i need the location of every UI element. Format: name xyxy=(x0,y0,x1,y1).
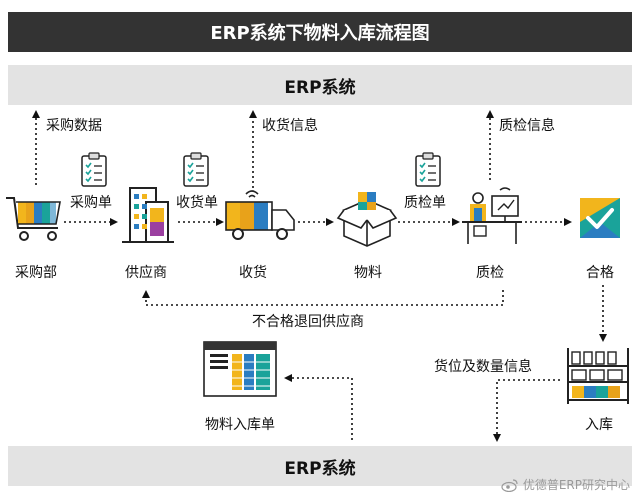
shopping-cart-icon xyxy=(6,197,61,241)
node-purchase-dept: 采购部 xyxy=(15,265,57,281)
label-inspection-info: 质检信息 xyxy=(499,118,555,134)
label-receiving-info: 收货信息 xyxy=(262,118,318,134)
node-receiving: 收货 xyxy=(239,265,267,281)
label-purchase-order: 采购单 xyxy=(70,195,112,211)
node-supplier: 供应商 xyxy=(125,265,167,281)
clipboard-icon xyxy=(415,152,441,187)
clipboard-icon xyxy=(81,152,107,187)
inspection-station-icon xyxy=(462,187,522,244)
label-inspection-order: 质检单 xyxy=(404,195,446,211)
arrow-to-receipt-doc xyxy=(284,374,353,440)
label-purchase-data: 采购数据 xyxy=(46,118,102,134)
label-return-supplier: 不合格退回供应商 xyxy=(252,314,364,330)
erp-system-top: ERP系统 xyxy=(8,65,632,105)
label-location-qty: 货位及数量信息 xyxy=(434,359,532,375)
weibo-icon xyxy=(501,478,518,492)
node-warehousing: 入库 xyxy=(585,417,613,433)
clipboard-icon xyxy=(183,152,209,187)
node-material: 物料 xyxy=(354,265,382,281)
watermark: 优德普ERP研究中心 xyxy=(501,476,630,493)
node-inspection: 质检 xyxy=(476,265,504,281)
node-qualified: 合格 xyxy=(586,265,614,281)
label-receiving-order: 收货单 xyxy=(176,195,218,211)
document-icon xyxy=(203,341,277,397)
erp-system-bottom: ERP系统 xyxy=(8,446,632,486)
arrow-location-info xyxy=(493,379,560,442)
arrow-return-supplier xyxy=(142,290,504,306)
building-icon xyxy=(122,187,174,243)
watermark-text: 优德普ERP研究中心 xyxy=(522,478,630,492)
box-icon xyxy=(336,192,398,247)
node-receipt-doc: 物料入库单 xyxy=(205,417,275,433)
warehouse-shelf-icon xyxy=(567,348,629,404)
checkmark-icon xyxy=(580,198,620,238)
truck-icon xyxy=(225,190,295,240)
diagram-title: ERP系统下物料入库流程图 xyxy=(8,12,632,52)
